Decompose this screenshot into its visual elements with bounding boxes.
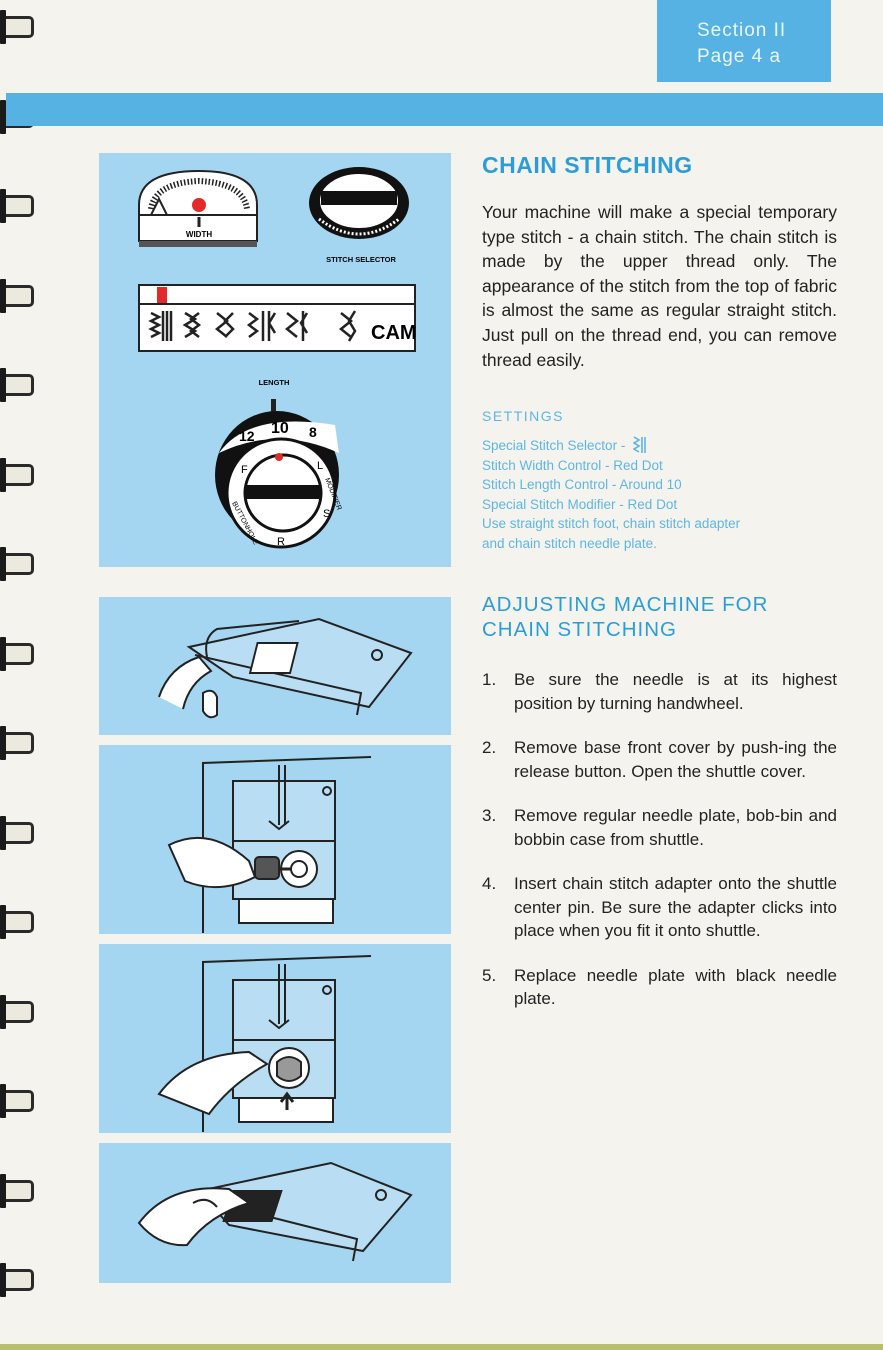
step-text: Remove regular needle plate, bob-bin and… <box>514 806 837 849</box>
section-label: Section II <box>697 20 787 41</box>
binding-ring <box>0 10 36 44</box>
binding-ring <box>0 278 36 313</box>
settings-line: Stitch Length Control - Around 10 <box>482 477 682 493</box>
binding-ring <box>0 636 36 671</box>
step-number: 1. <box>482 670 497 689</box>
binding-ring <box>0 457 36 492</box>
list-item: 1. Be sure the needle is at its highest p… <box>482 668 837 715</box>
stitch-pattern-strip: CAM <box>138 284 417 352</box>
page-label: Page 4 a <box>697 46 782 67</box>
header-banner <box>6 93 883 126</box>
binding-ring <box>0 1084 36 1118</box>
stitch-selector-knob: STITCH SELECTOR <box>309 167 409 264</box>
steps-list: 1. Be sure the needle is at its highest p… <box>482 668 837 1011</box>
step-number: 3. <box>482 806 497 825</box>
adjusting-heading: ADJUSTING MACHINE FOR CHAIN STITCHING <box>482 592 842 642</box>
step2-illustration <box>99 745 451 934</box>
dial-number: 10 <box>271 420 289 437</box>
adjusting-heading-line: ADJUSTING MACHINE FOR <box>482 593 769 616</box>
settings-line: Stitch Width Control - Red Dot <box>482 457 663 473</box>
controls-illustration: WIDTH STITCH SELECTOR CAM <box>99 153 451 567</box>
section-tab: Section II Page 4 a <box>657 0 831 82</box>
step-text: Insert chain stitch adapter onto the shu… <box>514 874 837 940</box>
step-text: Replace needle plate with black needle p… <box>514 965 837 1009</box>
step-number: 4. <box>482 874 497 893</box>
modifier-letter: S <box>323 508 330 520</box>
page-edge <box>0 1344 883 1350</box>
binding-ring <box>0 905 36 939</box>
binding-ring <box>0 368 36 402</box>
modifier-letter: F <box>241 464 248 476</box>
settings-line: Special Stitch Selector - <box>482 436 842 456</box>
step-number: 2. <box>482 738 497 757</box>
list-item: 4. Insert chain stitch adapter onto the s… <box>482 872 837 943</box>
binding-ring <box>0 1263 36 1297</box>
dial-number: 8 <box>309 424 317 440</box>
step-text: Be sure the needle is at its highest pos… <box>514 670 837 713</box>
stitch-selector-label: STITCH SELECTOR <box>326 255 396 264</box>
intro-paragraph: Your machine will make a special tempora… <box>482 202 837 370</box>
modifier-letter: R <box>277 536 285 548</box>
length-and-modifier-dial: LENGTH 12 10 8 F L S R BUTTONHOLE MODIFI… <box>215 378 342 549</box>
binding-ring <box>0 189 36 223</box>
cam-label: CAM <box>371 322 417 344</box>
settings-line: Use straight stitch foot, chain stitch a… <box>482 516 741 532</box>
binding-ring <box>0 547 36 581</box>
adjusting-heading-line: CHAIN STITCHING <box>482 618 677 641</box>
step3-illustration <box>99 944 451 1133</box>
settings-line: and chain stitch needle plate. <box>482 535 657 551</box>
settings-heading: SETTINGS <box>482 408 565 424</box>
binding-ring <box>0 726 36 760</box>
list-item: 5. Replace needle plate with black needle… <box>482 964 837 1011</box>
settings-list: Special Stitch Selector - Stitch Width C… <box>482 436 842 554</box>
settings-line: Special Stitch Modifier - Red Dot <box>482 496 678 512</box>
step1-illustration <box>99 597 451 735</box>
step4-illustration <box>99 1143 451 1283</box>
step-text: Remove base front cover by push-ing the … <box>514 738 837 781</box>
list-item: 3. Remove regular needle plate, bob-bin a… <box>482 804 837 851</box>
straight-stitch-symbol-icon <box>632 436 646 453</box>
list-item: 2. Remove base front cover by push-ing th… <box>482 736 837 783</box>
binding-ring <box>0 1173 36 1208</box>
width-label: WIDTH <box>186 230 212 239</box>
page-title: CHAIN STITCHING <box>482 152 693 178</box>
length-label: LENGTH <box>259 378 290 387</box>
binding-ring <box>0 994 36 1029</box>
spiral-binding <box>0 0 40 1350</box>
binding-ring <box>0 815 36 850</box>
step-number: 5. <box>482 965 497 985</box>
dial-number: 12 <box>239 428 255 444</box>
modifier-letter: L <box>317 460 323 472</box>
width-control: WIDTH <box>138 169 258 247</box>
